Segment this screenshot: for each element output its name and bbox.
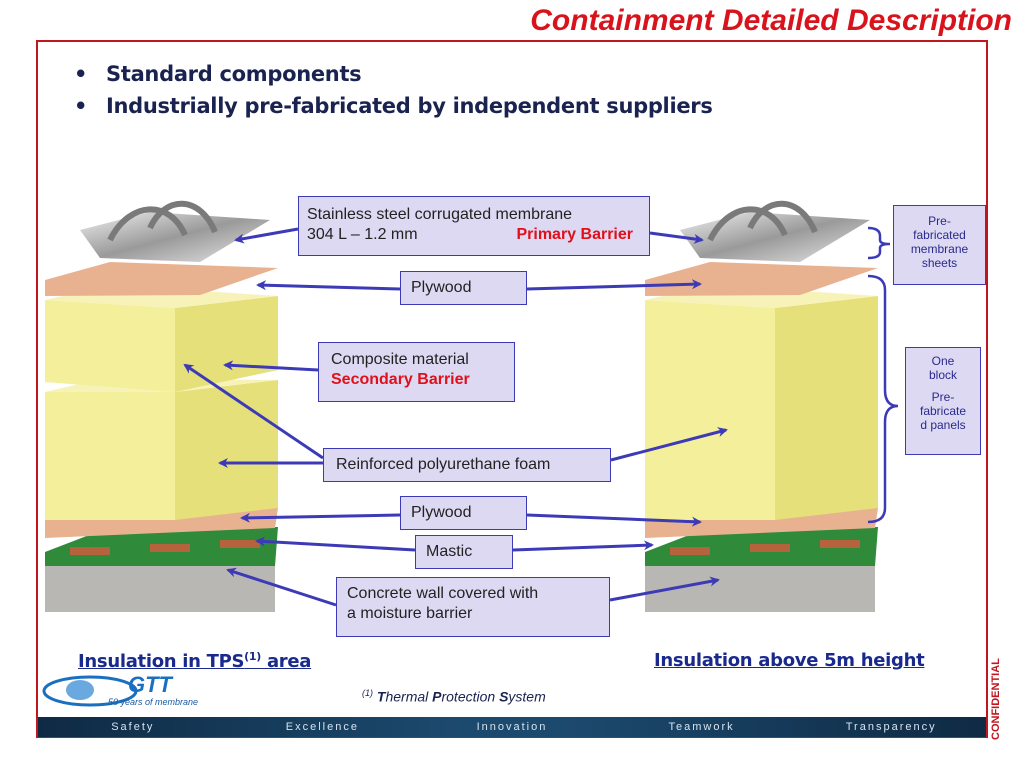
brace-membrane: [867, 226, 891, 260]
left-stack: [45, 200, 278, 612]
plywood-top-right: [645, 262, 878, 296]
logo-tagline: 50 years of membrane: [108, 697, 199, 707]
value-item: Teamwork: [668, 721, 735, 733]
note-line: block: [928, 368, 957, 382]
mastic-label: Mastic: [415, 535, 513, 569]
arrow-concrete-left: [226, 567, 337, 607]
note-line: One: [931, 354, 955, 368]
arrow-membrane-right: [649, 231, 704, 244]
membrane-label-line1: Stainless steel corrugated membrane: [307, 206, 573, 223]
foam-lower-left-front: [45, 392, 175, 520]
footnote-marker: (1): [362, 688, 373, 698]
concrete-label-line2: a moisture barrier: [347, 605, 473, 622]
note-line: d panels: [920, 418, 966, 432]
note-line: membrane: [910, 242, 969, 256]
value-item: Excellence: [285, 721, 359, 733]
confidential-mark: CONFIDENTIAL: [990, 658, 1002, 740]
mastic-strip: [150, 544, 190, 552]
note-line: Pre-: [931, 390, 955, 404]
foam-lower-left-side: [175, 380, 278, 520]
footnote-word: ystem: [508, 688, 546, 705]
arrow-mastic-right: [512, 540, 654, 552]
plywood-top-left: [45, 262, 278, 296]
logo-mark: GTT: [128, 672, 174, 697]
foam-upper-left-front: [45, 300, 175, 392]
arrow-mastic-left: [255, 536, 416, 552]
value-item: Transparency: [845, 721, 937, 733]
footnote-tps: (1) Thermal Protection System: [362, 688, 546, 705]
secondary-barrier-label: Secondary Barrier: [331, 371, 470, 388]
logo-globe: [66, 680, 94, 700]
slide-title: Containment Detailed Description: [530, 4, 1012, 37]
caption-right: Insulation above 5m height: [654, 650, 925, 671]
note-line: sheets: [921, 256, 958, 270]
concrete-label: Concrete wall covered with a moisture ba…: [336, 577, 610, 637]
concrete-label-line1: Concrete wall covered with: [347, 585, 539, 602]
footnote-letter: T: [376, 688, 386, 705]
caption-left-text: Insulation in TPS: [78, 651, 245, 672]
right-stack: [645, 200, 878, 612]
membrane-right: [680, 212, 870, 262]
values-bar: Safety Excellence Innovation Teamwork Tr…: [38, 717, 986, 737]
arrow-membrane-left: [234, 227, 299, 244]
footnote-letter: P: [432, 688, 442, 705]
brace-block: [867, 274, 899, 524]
plywood-top-label: Plywood: [400, 271, 527, 305]
note-line: fabricate: [919, 404, 967, 418]
membrane-left: [80, 212, 270, 262]
footnote-word: hermal: [385, 688, 433, 705]
block-panels-note: One block Pre- fabricate d panels: [905, 347, 981, 455]
foam-label: Reinforced polyurethane foam: [323, 448, 611, 482]
membrane-label-line2: 304 L – 1.2 mm Primary Barrier: [307, 225, 641, 245]
mastic-strip: [70, 547, 110, 555]
membrane-corrugation-right: [707, 200, 818, 242]
foam-upper-left-side: [175, 296, 278, 392]
caption-left: Insulation in TPS(1) area: [78, 650, 311, 672]
arrow-plywood-bottom-right: [526, 513, 702, 527]
concrete-base-left: [45, 566, 275, 612]
note-line: fabricated: [913, 228, 966, 242]
composite-material-text: Composite material: [331, 351, 469, 368]
slide-frame: [36, 40, 988, 738]
plywood-bottom-label: Plywood: [400, 496, 527, 530]
footnote-word: rotection: [441, 688, 500, 705]
logo-swoosh: [42, 675, 138, 707]
note-line: Pre-: [928, 214, 951, 228]
arrow-composite-left: [223, 360, 319, 372]
mastic-strip: [670, 547, 710, 555]
mastic-strip: [750, 544, 790, 552]
concrete-base-right: [645, 566, 875, 612]
foam-block-right-front: [645, 300, 775, 520]
composite-label: Composite material Secondary Barrier: [318, 342, 515, 402]
caption-left-tail: area: [260, 651, 312, 672]
membrane-label: Stainless steel corrugated membrane 304 …: [298, 196, 650, 256]
bullet-item: Standard components: [74, 58, 713, 90]
mastic-strip: [820, 540, 860, 548]
mastic-strip: [220, 540, 260, 548]
arrow-concrete-right: [609, 576, 720, 602]
bullet-list: Standard components Industrially pre-fab…: [74, 58, 713, 122]
membrane-corrugation-left: [107, 200, 218, 242]
pointer-arrows: [183, 227, 728, 607]
arrow-foam-right: [610, 427, 728, 462]
value-item: Innovation: [476, 721, 548, 733]
value-item: Safety: [111, 721, 155, 733]
foam-block-right-side: [775, 296, 878, 520]
arrow-plywood-bottom-left: [240, 512, 401, 523]
membrane-sheets-note: Pre- fabricated membrane sheets: [893, 205, 986, 285]
arrow-plywood-top-right: [526, 279, 702, 291]
membrane-spec: 304 L – 1.2 mm: [307, 226, 418, 243]
caption-left-sup: (1): [244, 650, 261, 663]
bullet-item: Industrially pre-fabricated by independe…: [74, 90, 713, 122]
footnote-letter: S: [499, 688, 509, 705]
arrow-plywood-top-left: [256, 280, 401, 291]
primary-barrier-label: Primary Barrier: [516, 226, 633, 243]
arrow-foam-upper-left: [183, 363, 324, 460]
